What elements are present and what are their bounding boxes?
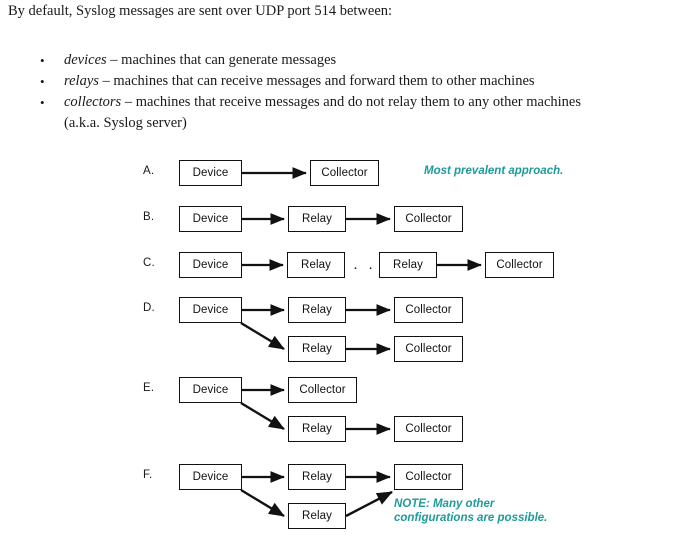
bullet-icon: •	[40, 53, 45, 68]
node-c-collector[interactable]: Collector	[485, 252, 554, 278]
node-f-relay-2[interactable]: Relay	[288, 503, 346, 529]
row-label-e: E.	[143, 382, 155, 394]
row-label-c: C.	[143, 257, 155, 269]
row-label-d: D.	[143, 302, 155, 314]
node-d-device[interactable]: Device	[179, 297, 242, 323]
node-e-device[interactable]: Device	[179, 377, 242, 403]
bullet-icon: •	[40, 74, 45, 89]
annotation-a: Most prevalent approach.	[424, 165, 564, 177]
list-item: • devices – machines that can generate m…	[34, 50, 684, 71]
annotation-f: NOTE: Many other configurations are poss…	[394, 497, 547, 525]
annotation-f-line2: configurations are possible.	[394, 512, 548, 524]
definition-devices: – machines that can generate messages	[106, 52, 337, 68]
term-collectors: collectors	[64, 94, 122, 110]
node-b-device[interactable]: Device	[179, 206, 242, 232]
annotation-f-line1: NOTE: Many other	[394, 498, 495, 510]
definition-collectors-line2: (a.k.a. Syslog server)	[64, 115, 187, 131]
list-item: • relays – machines that can receive mes…	[34, 71, 684, 92]
node-d-relay-2[interactable]: Relay	[288, 336, 346, 362]
node-d-collector-2[interactable]: Collector	[394, 336, 463, 362]
node-d-collector-1[interactable]: Collector	[394, 297, 463, 323]
node-e-collector-1[interactable]: Collector	[288, 377, 357, 403]
intro-paragraph: By default, Syslog messages are sent ove…	[8, 3, 393, 19]
row-label-b: B.	[143, 211, 155, 223]
row-label-f: F.	[143, 469, 153, 481]
definition-list: • devices – machines that can generate m…	[34, 50, 684, 134]
node-e-collector-2[interactable]: Collector	[394, 416, 463, 442]
node-f-device[interactable]: Device	[179, 464, 242, 490]
node-b-relay[interactable]: Relay	[288, 206, 346, 232]
term-relays: relays	[64, 73, 99, 89]
node-c-device[interactable]: Device	[179, 252, 242, 278]
node-c-relay-1[interactable]: Relay	[287, 252, 345, 278]
bullet-icon: •	[40, 95, 45, 110]
node-e-relay[interactable]: Relay	[288, 416, 346, 442]
node-a-device[interactable]: Device	[179, 160, 242, 186]
node-d-relay-1[interactable]: Relay	[288, 297, 346, 323]
definition-collectors: – machines that receive messages and do …	[121, 94, 582, 110]
node-c-relay-2[interactable]: Relay	[379, 252, 437, 278]
list-item: • collectors – machines that receive mes…	[34, 92, 684, 134]
row-label-a: A.	[143, 165, 155, 177]
node-f-collector[interactable]: Collector	[394, 464, 463, 490]
term-devices: devices	[64, 52, 107, 68]
node-f-relay-1[interactable]: Relay	[288, 464, 346, 490]
node-b-collector[interactable]: Collector	[394, 206, 463, 232]
definition-relays: – machines that can receive messages and…	[98, 73, 535, 89]
node-a-collector[interactable]: Collector	[310, 160, 379, 186]
topology-diagram: A. Device Collector Most prevalent appro…	[0, 148, 690, 539]
